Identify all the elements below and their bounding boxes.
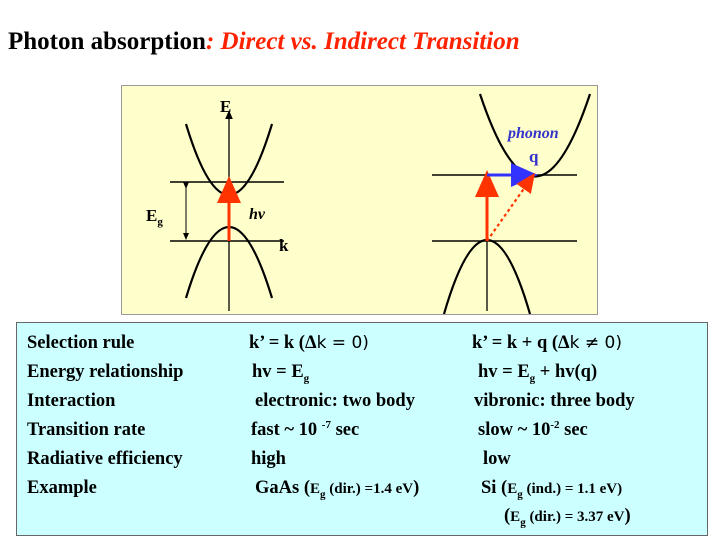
indirect-value-line2: (Eg (dir.) = 3.37 eV) [504, 506, 631, 529]
row-label: Energy relationship [27, 362, 184, 382]
direct-value: electronic: two body [255, 391, 415, 411]
delta-symbol: Δ [558, 333, 570, 353]
title-prefix: Photon absorption [8, 28, 206, 55]
comparison-table: Selection rule k’ = k (Δk = 0) k’ = k + … [16, 322, 708, 536]
direct-value: fast ~ 10 -7 sec [251, 418, 360, 440]
direct-value: GaAs (Eg (dir.) =1.4 eV) [255, 478, 420, 501]
row-label: Interaction [27, 391, 116, 411]
indirect-value: vibronic: three body [474, 391, 635, 411]
momentum-label: k [279, 236, 289, 255]
band-diagram: E Eg hv k phonon q [146, 93, 592, 314]
delta-symbol: Δ [304, 333, 317, 353]
row-label: Selection rule [27, 333, 135, 353]
direct-value: hv = Eg [252, 362, 310, 385]
direct-value: high [251, 449, 286, 469]
indirect-value: slow ~ 10-2 sec [478, 418, 588, 440]
phonon-q-label: q [529, 147, 539, 166]
direct-value: k’ = k (Δk = 0) [249, 333, 369, 353]
band-diagram-panel: E Eg hv k phonon q [121, 85, 598, 315]
phonon-label: phonon [506, 125, 559, 142]
indirect-value: Si (Eg (ind.) = 1.1 eV) [481, 478, 623, 501]
energy-axis-label: E [220, 97, 231, 116]
indirect-dotted-path [486, 172, 536, 242]
slide-title: Photon absorption: Direct vs. Indirect T… [8, 28, 520, 56]
indirect-value: hv = Eg + hv(q) [478, 362, 598, 385]
row-label: Radiative efficiency [27, 449, 183, 469]
indirect-value: low [483, 449, 511, 469]
row-label: Example [27, 478, 97, 498]
title-suffix: : Direct vs. Indirect Transition [205, 28, 520, 55]
bandgap-label: Eg [146, 206, 163, 228]
photon-label: hv [249, 206, 266, 223]
indirect-value: k’ = k + q (Δk ≠ 0) [472, 333, 622, 353]
row-label: Transition rate [27, 420, 146, 440]
